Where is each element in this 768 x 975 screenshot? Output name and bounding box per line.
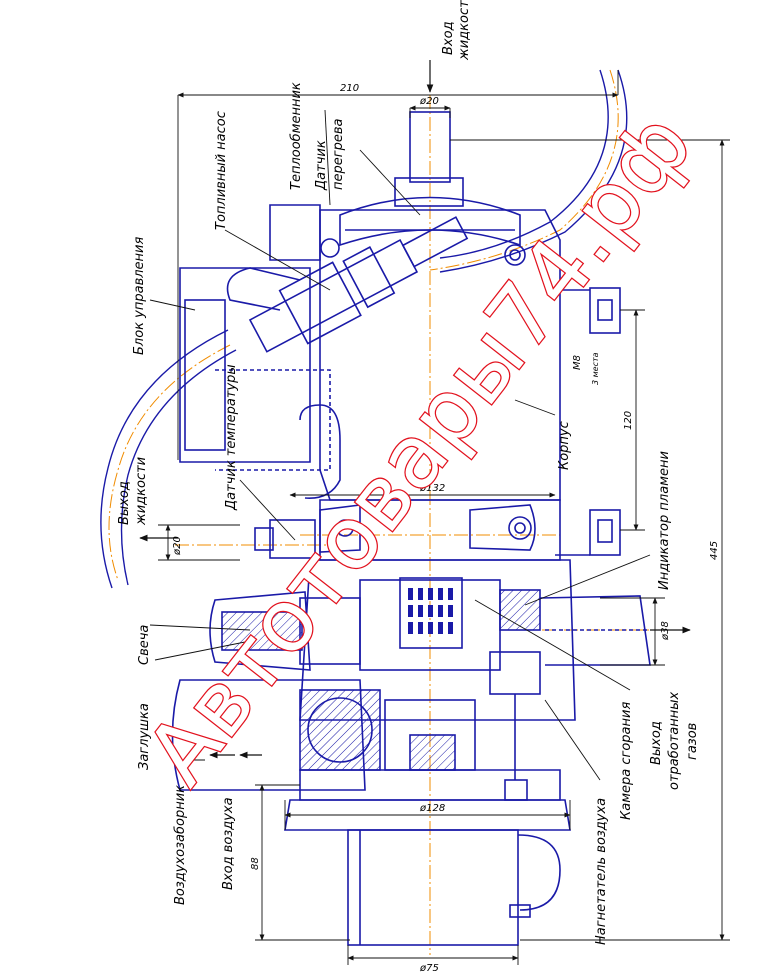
- dim-m8: M8: [572, 355, 583, 370]
- heat-exchanger: [339, 196, 521, 247]
- inlet-fitting: [394, 177, 464, 207]
- flow-arrows: [139, 60, 691, 759]
- dim-dia-outlet: ø20: [172, 536, 183, 556]
- temperature-sensor-body: [269, 519, 316, 559]
- dim-dia-body: ø132: [419, 483, 445, 494]
- label-temperature-sensor: Датчик температуры: [224, 364, 239, 511]
- label-liquid-in-2: жидкости: [457, 0, 472, 61]
- liquid-inlet-pipe: [409, 111, 451, 183]
- label-exhaust-out-1: Выход: [649, 721, 664, 765]
- dim-3-places: 3 места: [591, 352, 600, 385]
- chamber-slots: [408, 588, 453, 634]
- label-housing: Корпус: [557, 421, 572, 470]
- leader-lines: [149, 109, 651, 781]
- blower-motor: [347, 829, 519, 946]
- label-flame-indicator: Индикатор пламени: [657, 451, 672, 590]
- air-intake: [171, 679, 366, 791]
- control-unit-box: [179, 267, 311, 463]
- fuel-pump: [248, 216, 469, 353]
- label-liquid-out-1: Выход: [117, 481, 132, 525]
- dim-dia-blower: ø128: [419, 803, 445, 814]
- label-air-intake: Воздухозаборник: [173, 785, 188, 905]
- label-control-unit: Блок управления: [132, 237, 147, 355]
- label-liquid-out-2: жидкости: [134, 457, 149, 526]
- hoses: [100, 69, 628, 589]
- label-heat-exchanger: Теплообменник: [289, 82, 304, 190]
- fuel-line: [226, 267, 301, 311]
- label-overheat-sensor-2: перегрева: [331, 119, 346, 190]
- combustion-section: [299, 559, 576, 721]
- dim-dia-motor: ø75: [419, 963, 439, 974]
- label-overheat-sensor-1: Датчик: [314, 140, 329, 191]
- text-labels: Вход жидкости Теплообменник Датчик перег…: [117, 0, 720, 974]
- mounting-stud-bottom: [589, 509, 621, 556]
- mount-hole-bottom: [508, 516, 532, 540]
- glow-plug-housing: [209, 591, 311, 671]
- dim-210: 210: [340, 83, 359, 94]
- label-combustion-chamber: Камера сгорания: [619, 702, 634, 820]
- mount-hole-top: [504, 244, 526, 266]
- dim-445: 445: [709, 541, 720, 560]
- label-exhaust-out-2: отработанных: [667, 691, 682, 790]
- dim-88: 88: [250, 857, 261, 870]
- label-exhaust-out-3: газов: [685, 723, 700, 760]
- dimension-lines: [158, 70, 730, 965]
- motor-cable: [517, 834, 561, 911]
- center-axes: [108, 69, 660, 955]
- mounting-stud-top: [589, 287, 621, 334]
- label-glow-plug: Свеча: [137, 625, 152, 665]
- heater-body: [171, 111, 651, 946]
- label-air-blower: Нагнетатель воздуха: [594, 798, 609, 945]
- dim-dia-exhaust: ø38: [660, 621, 671, 641]
- dim-120: 120: [623, 411, 634, 430]
- label-fuel-pump: Топливный насос: [214, 111, 229, 230]
- label-air-in: Вход воздуха: [221, 797, 236, 890]
- label-plug: Заглушка: [137, 703, 152, 770]
- dim-dia-inlet: ø20: [419, 96, 439, 107]
- label-liquid-in-1: Вход: [441, 21, 456, 55]
